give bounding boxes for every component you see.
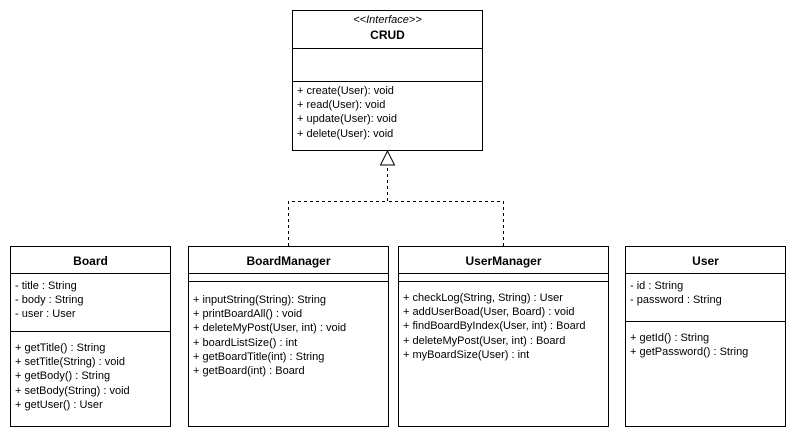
- member-line: + getUser() : User: [15, 398, 103, 411]
- class-attributes: - id : String - password : String: [630, 279, 783, 307]
- interface-methods: + create(User): void+ read(User): void+ …: [297, 84, 480, 141]
- member-line: + getBoard(int) : Board: [193, 365, 305, 378]
- member-line: + getId() : String: [630, 332, 710, 344]
- section-divider: [189, 281, 388, 282]
- member-line: + update(User): void: [297, 113, 397, 126]
- member-line: - user : User: [15, 308, 76, 321]
- interface-name: CRUD: [370, 28, 405, 42]
- member-line: + create(User): void: [297, 85, 394, 97]
- hollow-triangle-head: [379, 149, 396, 166]
- class-attributes: - title : String - body : String- user : …: [15, 279, 168, 322]
- section-divider: [11, 273, 170, 274]
- class-usermanager[interactable]: UserManager + checkLog(String, String) :…: [398, 246, 609, 427]
- section-divider: [293, 48, 482, 49]
- member-line: + checkLog(String, String) : User: [403, 292, 563, 304]
- class-methods: + inputString(String): String + printBoar…: [193, 293, 386, 378]
- member-line: + myBoardSize(User) : int: [403, 348, 530, 361]
- interface-crud[interactable]: <<Interface>> CRUD + create(User): void +…: [292, 10, 483, 151]
- member-line: - body : String: [15, 294, 84, 307]
- realization-line-usermanager: [387, 201, 504, 246]
- class-name: User: [692, 254, 719, 268]
- member-line: + setTitle(String) : void: [15, 356, 125, 369]
- class-methods: + checkLog(String, String) : User + addUs…: [403, 291, 606, 362]
- interface-stereotype: <<Interface>>: [353, 14, 422, 26]
- member-line: + read(User): void: [297, 99, 386, 112]
- class-user[interactable]: User - id : String - password : String + …: [625, 246, 786, 427]
- member-line: + delete(User): void: [297, 127, 394, 140]
- member-line: - password : String: [630, 294, 722, 307]
- realization-line-boardmanager: [288, 165, 388, 246]
- member-line: + getPassword() : String: [630, 346, 749, 359]
- class-boardmanager[interactable]: BoardManager + inputString(String): Stri…: [188, 246, 389, 427]
- class-name: BoardManager: [246, 254, 331, 268]
- section-divider: [293, 81, 482, 82]
- section-divider: [189, 273, 388, 274]
- class-methods: + getTitle() : String + setTitle(String) …: [15, 341, 168, 412]
- member-line: + getBody() : String: [15, 370, 111, 383]
- member-line: + printBoardAll() : void: [193, 308, 303, 321]
- member-line: + getBoardTitle(int) : String: [193, 350, 325, 363]
- class-methods: + getId() : String + getPassword() : Stri…: [630, 331, 783, 359]
- member-line: + findBoardByIndex(User, int) : Board: [403, 320, 586, 333]
- section-divider: [626, 273, 785, 274]
- section-divider: [626, 321, 785, 322]
- member-line: + setBody(String) : void: [15, 384, 130, 397]
- class-name: Board: [73, 254, 108, 268]
- member-line: + getTitle() : String: [15, 342, 106, 354]
- member-line: + addUserBoad(User, Board) : void: [403, 306, 575, 319]
- member-line: + inputString(String): String: [193, 294, 326, 306]
- section-divider: [399, 273, 608, 274]
- class-board[interactable]: Board - title : String - body : String- u…: [10, 246, 171, 427]
- member-line: + boardListSize() : int: [193, 336, 298, 349]
- class-name: UserManager: [465, 254, 542, 268]
- section-divider: [399, 281, 608, 282]
- member-line: + deleteMyPost(User, int) : Board: [403, 334, 566, 347]
- section-divider: [11, 331, 170, 332]
- member-line: - title : String: [15, 280, 77, 292]
- member-line: - id : String: [630, 280, 684, 292]
- member-line: + deleteMyPost(User, int) : void: [193, 322, 347, 335]
